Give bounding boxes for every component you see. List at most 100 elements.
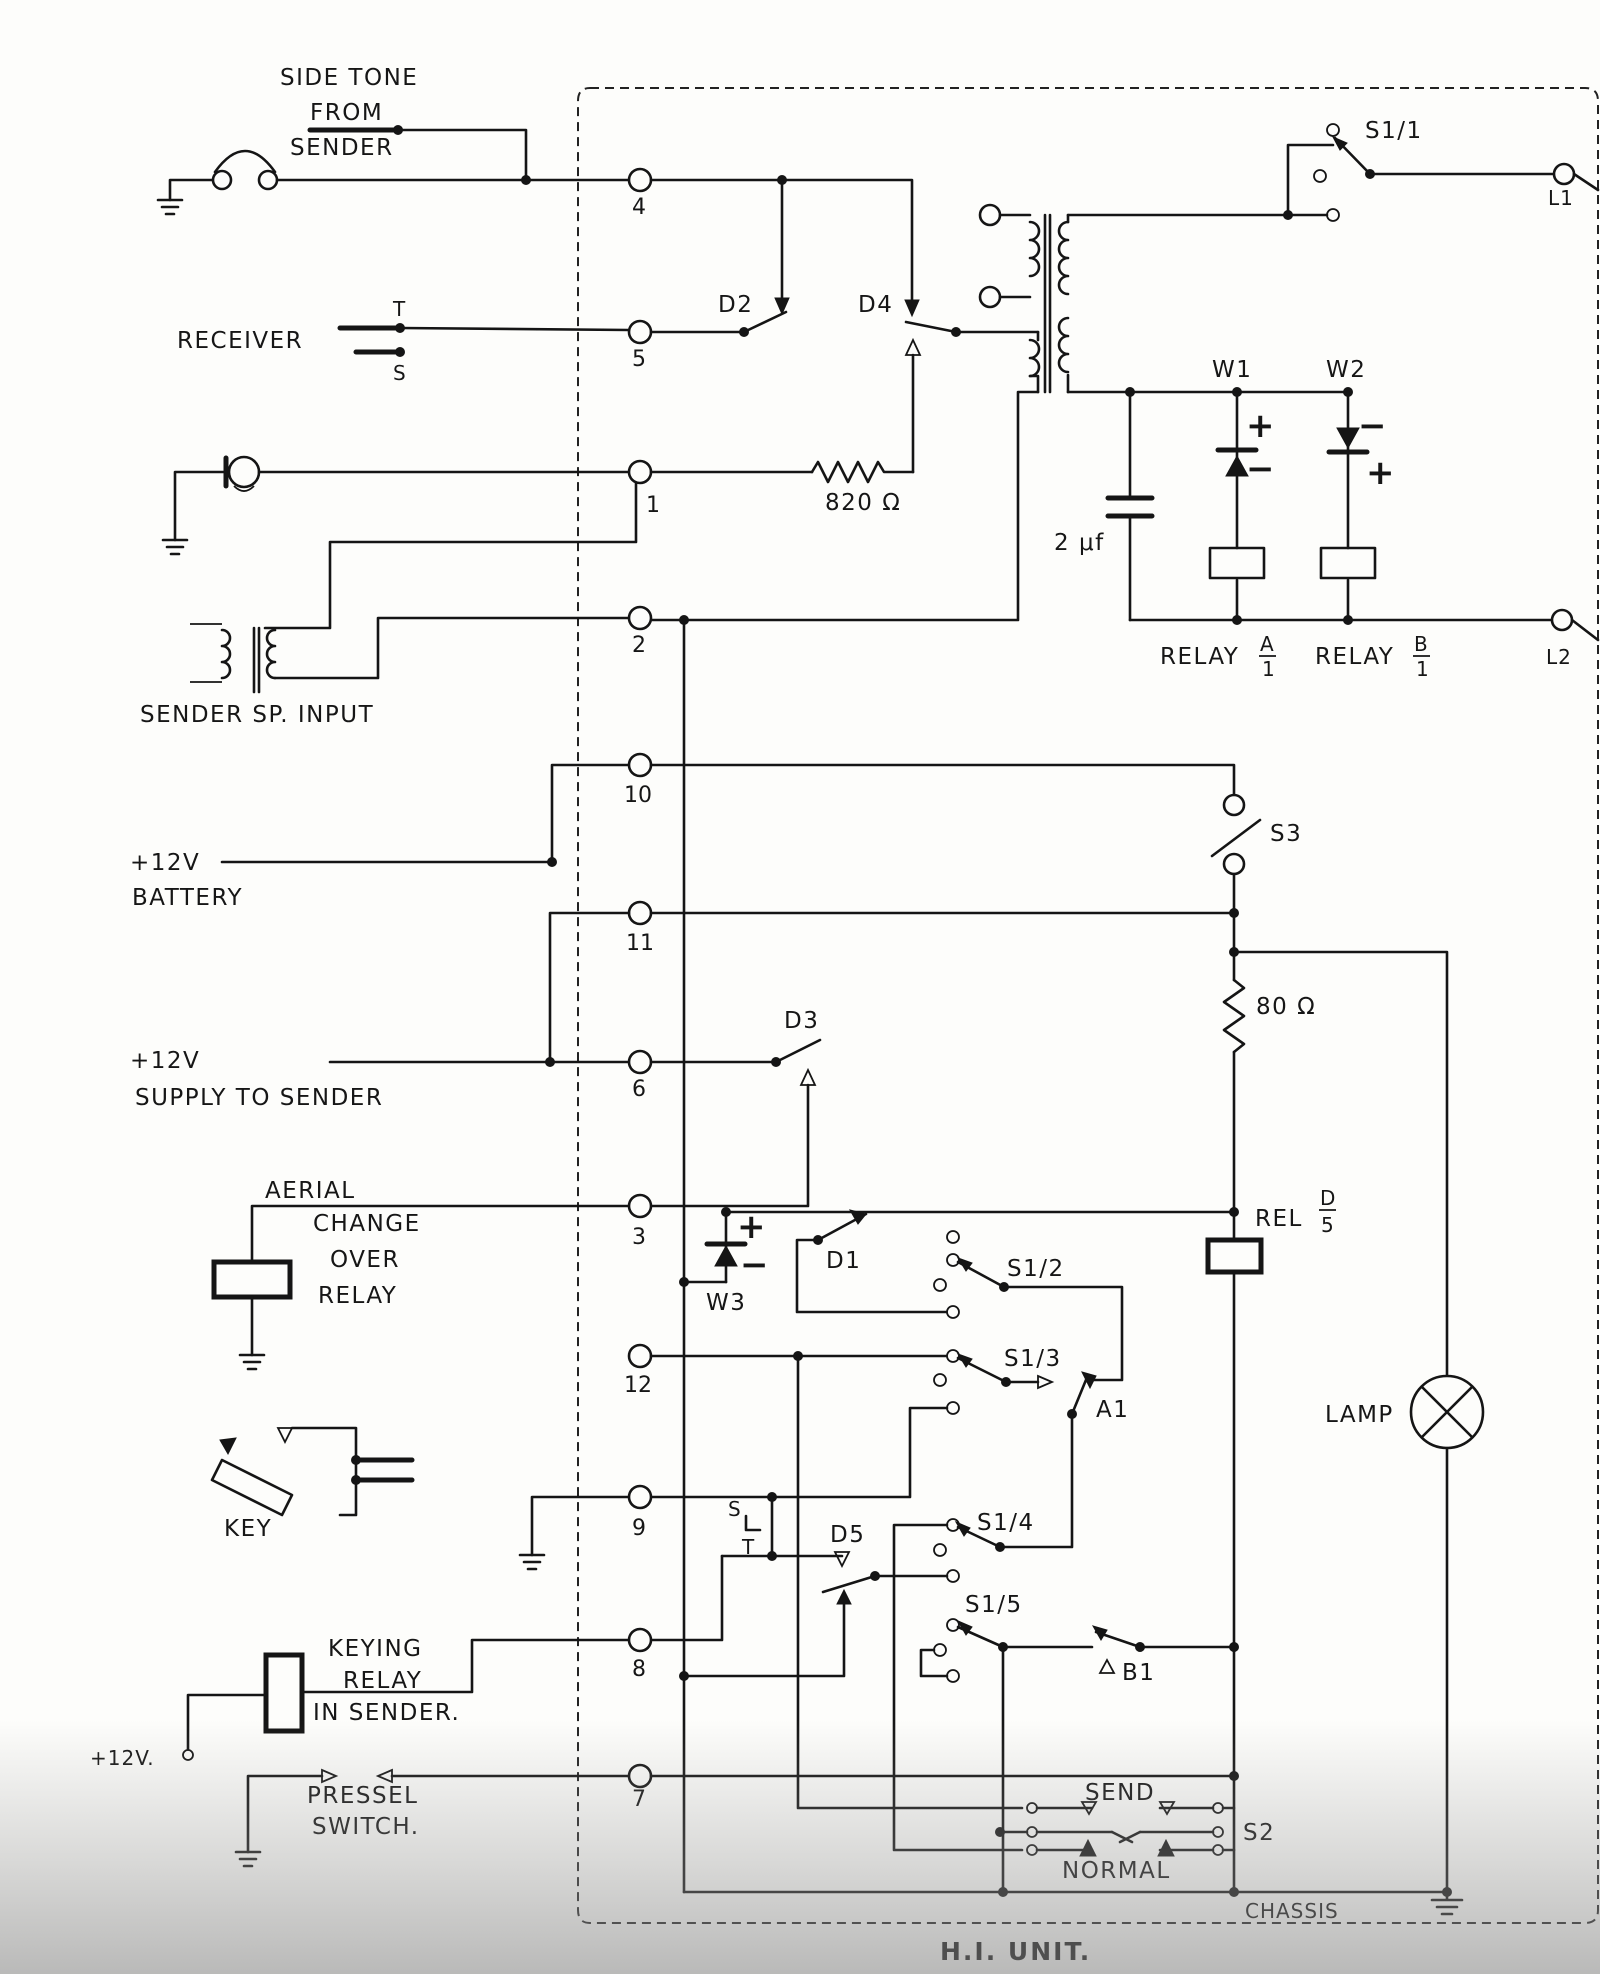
junction-dot xyxy=(679,1671,689,1681)
keying-label-1: KEYING xyxy=(328,1636,422,1662)
wire-battery-to-10 xyxy=(220,763,631,864)
wire-d5-to-bus xyxy=(682,1602,846,1678)
s1-4-label: S1/4 xyxy=(977,1510,1035,1536)
s1-1-contact-mid xyxy=(1313,169,1327,183)
terminal-8 xyxy=(627,1627,653,1653)
junction-dot xyxy=(547,857,557,867)
s2-label: S2 xyxy=(1243,1820,1275,1846)
s1-4-contact-3 xyxy=(946,1569,960,1583)
d5-label: D5 xyxy=(830,1522,865,1548)
relay-a-den: 1 xyxy=(1262,657,1276,681)
terminal-10 xyxy=(627,752,653,778)
headphone-icon xyxy=(211,149,279,191)
aerial-label-4: RELAY xyxy=(318,1283,397,1309)
resistor-820-icon xyxy=(810,460,915,484)
terminal-2-label: 2 xyxy=(632,633,646,658)
d5-arrow xyxy=(836,1588,852,1605)
w2-plus: + xyxy=(1366,453,1395,493)
pressel-label-1: PRESSEL xyxy=(307,1783,418,1809)
s1-3-arrow xyxy=(956,1353,973,1368)
receiver-t-label: T xyxy=(392,297,406,321)
capacitor-2uf-icon xyxy=(1105,495,1155,519)
side-tone-label-3: SENDER xyxy=(290,135,394,161)
junction-dot xyxy=(1229,1642,1239,1652)
terminal-3-label: 3 xyxy=(632,1225,646,1250)
s3-contact-bottom xyxy=(1222,852,1246,876)
wire-1-to-sender-input xyxy=(263,481,638,630)
junction-dot xyxy=(1229,1207,1239,1217)
terminal-l2 xyxy=(1550,608,1574,632)
wire-s2-right xyxy=(1221,1806,1236,1852)
terminal-12-label: 12 xyxy=(624,1373,652,1398)
terminal-l1 xyxy=(1552,162,1576,186)
ground-icon xyxy=(518,1553,546,1571)
receiver-label: RECEIVER xyxy=(177,328,303,354)
ground-icon xyxy=(238,1353,266,1371)
w1-label: W1 xyxy=(1212,357,1252,383)
w3-minus: − xyxy=(740,1245,769,1285)
rel-d-den: 5 xyxy=(1321,1213,1335,1237)
a1-contact xyxy=(1070,1373,1090,1416)
s3-label: S3 xyxy=(1270,821,1302,847)
w3-label: W3 xyxy=(706,1290,746,1316)
w2-minus: − xyxy=(1358,406,1387,446)
key-label: KEY xyxy=(224,1516,272,1542)
s1-2-contact-3 xyxy=(933,1278,947,1292)
s-small-label: S xyxy=(728,1497,742,1521)
s1-1-label: S1/1 xyxy=(1365,118,1423,144)
s1-5-contact-2 xyxy=(933,1643,947,1657)
junction-dot xyxy=(995,1542,1005,1552)
s1-5-arrow xyxy=(956,1619,973,1636)
terminal-5 xyxy=(627,319,653,345)
d1-label: D1 xyxy=(826,1248,861,1274)
d4-label: D4 xyxy=(858,292,893,318)
w1-diode-icon xyxy=(1215,447,1259,477)
terminal-12 xyxy=(627,1343,653,1369)
a1-arrow xyxy=(1081,1371,1097,1390)
s1-5-contact-1 xyxy=(946,1618,960,1632)
s1-2-arrow xyxy=(956,1257,973,1272)
receiver-s-label: S xyxy=(393,361,407,385)
main-transformer-icon xyxy=(978,203,1070,394)
s1-5-label: S1/5 xyxy=(965,1592,1023,1618)
w1-plus: + xyxy=(1246,406,1275,446)
battery-label-1: +12V xyxy=(130,850,200,876)
keying-relay-coil-icon xyxy=(263,1652,305,1734)
terminal-4-label: 4 xyxy=(632,195,646,220)
pressel-label-2: SWITCH. xyxy=(312,1814,420,1840)
keying-label-3: IN SENDER. xyxy=(313,1700,460,1726)
terminal-2 xyxy=(627,605,653,631)
wire-sender-input-to-2 xyxy=(273,616,631,680)
wire-s1-3-to-9 xyxy=(649,1406,949,1499)
receiver-jack-icon xyxy=(337,325,403,355)
w2-label: W2 xyxy=(1326,357,1366,383)
terminal-8-label: 8 xyxy=(632,1657,646,1682)
st-link-icon xyxy=(744,1514,762,1532)
s1-3-coil-arrow xyxy=(1037,1374,1055,1390)
l1-label: L1 xyxy=(1548,186,1574,210)
sender-sp-input-label: SENDER SP. INPUT xyxy=(140,702,374,728)
s2-switch-icon xyxy=(1026,1801,1224,1857)
ground-icon xyxy=(234,1850,262,1868)
resistor-80-icon xyxy=(1222,978,1246,1054)
wire-aerial-relay-to-3 xyxy=(250,1204,631,1264)
wire-11-to-6 xyxy=(548,911,631,1064)
s1-4-arrow xyxy=(954,1520,971,1537)
junction-dot xyxy=(395,347,405,357)
pressel-contact-left xyxy=(321,1768,339,1784)
s1-3-contact-2 xyxy=(933,1373,947,1387)
s1-1-arrow xyxy=(1331,135,1348,151)
s1-5-contact-3 xyxy=(946,1669,960,1683)
d4-contact xyxy=(904,320,958,334)
terminal-1 xyxy=(627,459,653,485)
w3-diode-icon xyxy=(704,1241,748,1267)
resistor-820-label: 820 Ω xyxy=(825,490,901,516)
hi-unit-boundary xyxy=(577,87,1599,1924)
terminal-6-label: 6 xyxy=(632,1077,646,1102)
wire-keying-relay-12v xyxy=(186,1693,268,1752)
d3-label: D3 xyxy=(784,1008,819,1034)
s1-2-contact-4 xyxy=(946,1305,960,1319)
terminal-9 xyxy=(627,1484,653,1510)
w3-plus: + xyxy=(737,1207,766,1247)
d5-coil-arrow xyxy=(833,1551,851,1569)
